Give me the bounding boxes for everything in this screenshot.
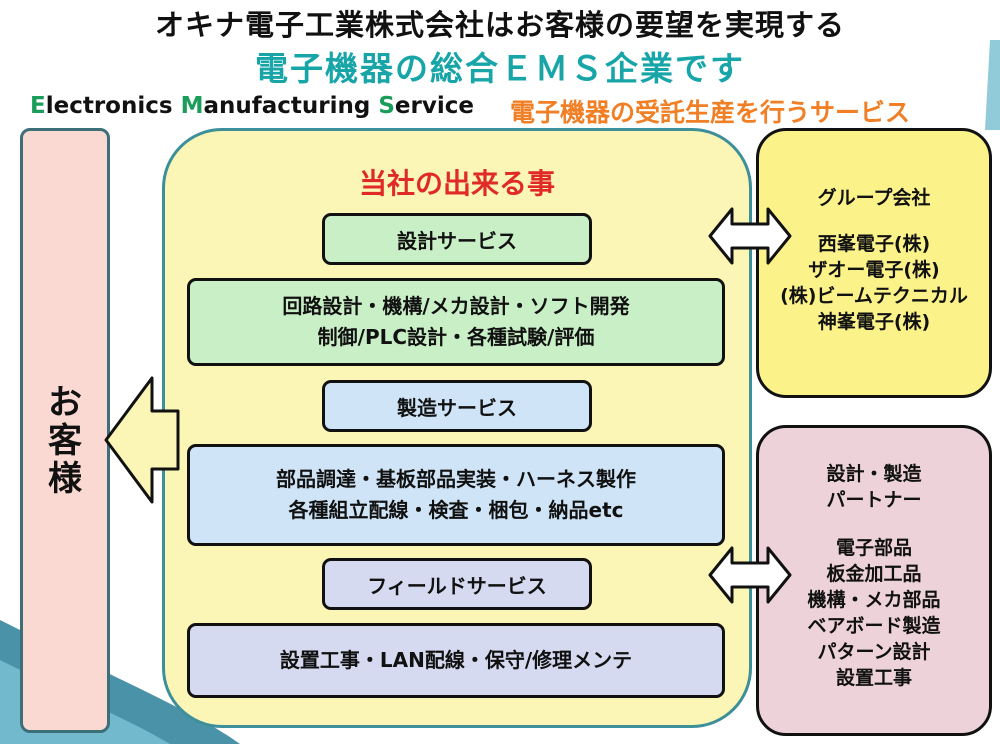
partner-item: 電子部品 (835, 537, 912, 559)
manufacturing-detail-line: 部品調達・基板部品実装・ハーネス製作 (276, 467, 636, 491)
ems-word-electronics: lectronics (45, 93, 181, 119)
partners-heading: 設計・製造 パートナー (759, 461, 989, 513)
design-service-label: 設計サービス (322, 213, 592, 265)
customer-label-char: 客 (48, 421, 82, 461)
partner-link-double-arrow-icon (708, 546, 792, 604)
title-line-2: 電子機器の総合ＥＭＳ企業です (255, 49, 745, 88)
design-detail-line: 回路設計・機構/メカ設計・ソフト開発 (282, 294, 630, 318)
manufacturing-service-label: 製造サービス (322, 380, 592, 432)
customer-panel: お 客 様 (20, 128, 110, 733)
design-detail-line: 制御/PLC設計・各種試験/評価 (317, 325, 595, 349)
manufacturing-service-details: 部品調達・基板部品実装・ハーネス製作 各種組立配線・検査・梱包・納品etc (187, 444, 725, 546)
group-companies-heading: グループ会社 (817, 187, 931, 209)
manufacturing-detail-line: 各種組立配線・検査・梱包・納品etc (288, 498, 624, 522)
partners-heading-line: 設計・製造 (826, 463, 922, 485)
ems-letter-e: E (30, 93, 46, 119)
arrow-to-customer-icon (104, 376, 180, 504)
partners-panel: 設計・製造 パートナー 電子部品 板金加工品 機構・メカ部品 ベアボード製造 パ… (756, 425, 992, 736)
ems-english-subtitle: Electronics Manufacturing Service (30, 93, 474, 119)
partners-heading-line: パートナー (826, 489, 922, 511)
customer-label: お 客 様 (23, 384, 107, 498)
partner-item: ベアボード製造 (807, 615, 941, 637)
group-companies-list: 西峯電子(株) ザオー電子(株) (株)ビームテクニカル 神峯電子(株) (759, 231, 989, 335)
partners-list: 電子部品 板金加工品 機構・メカ部品 ベアボード製造 パターン設計 設置工事 (759, 535, 989, 691)
field-service-details: 設置工事・LAN配線・保守/修理メンテ (187, 623, 725, 698)
field-service-text: フィールドサービス (367, 573, 547, 598)
design-service-text: 設計サービス (397, 228, 517, 253)
group-company-item: 西峯電子(株) (817, 233, 931, 255)
group-company-item: 神峯電子(株) (817, 311, 931, 333)
group-company-item: ザオー電子(株) (808, 259, 940, 281)
partner-item: 板金加工品 (826, 563, 922, 585)
partner-item: パターン設計 (817, 641, 931, 663)
ems-japanese-subtitle: 電子機器の受託生産を行うサービス (510, 98, 911, 127)
field-detail-line: 設置工事・LAN配線・保守/修理メンテ (279, 648, 633, 672)
ems-letter-s: S (378, 93, 395, 119)
customer-label-char: お (48, 383, 82, 423)
partner-item: 設置工事 (835, 667, 912, 689)
title-line-1: オキナ電子工業株式会社はお客様の要望を実現する (154, 8, 845, 42)
group-company-item: (株)ビームテクニカル (780, 285, 968, 307)
capabilities-heading: 当社の出来る事 (358, 167, 555, 200)
manufacturing-service-text: 製造サービス (397, 395, 517, 420)
ems-letter-m: M (180, 93, 204, 119)
customer-label-char: 様 (48, 459, 82, 499)
partner-item: 機構・メカ部品 (807, 589, 941, 611)
field-service-label: フィールドサービス (322, 558, 592, 610)
ems-word-manufacturing: anufacturing (203, 93, 379, 119)
group-link-double-arrow-icon (708, 207, 792, 265)
design-service-details: 回路設計・機構/メカ設計・ソフト開発 制御/PLC設計・各種試験/評価 (187, 278, 725, 366)
group-companies-panel: グループ会社 西峯電子(株) ザオー電子(株) (株)ビームテクニカル 神峯電子… (756, 128, 992, 398)
ems-word-service: ervice (394, 93, 474, 119)
